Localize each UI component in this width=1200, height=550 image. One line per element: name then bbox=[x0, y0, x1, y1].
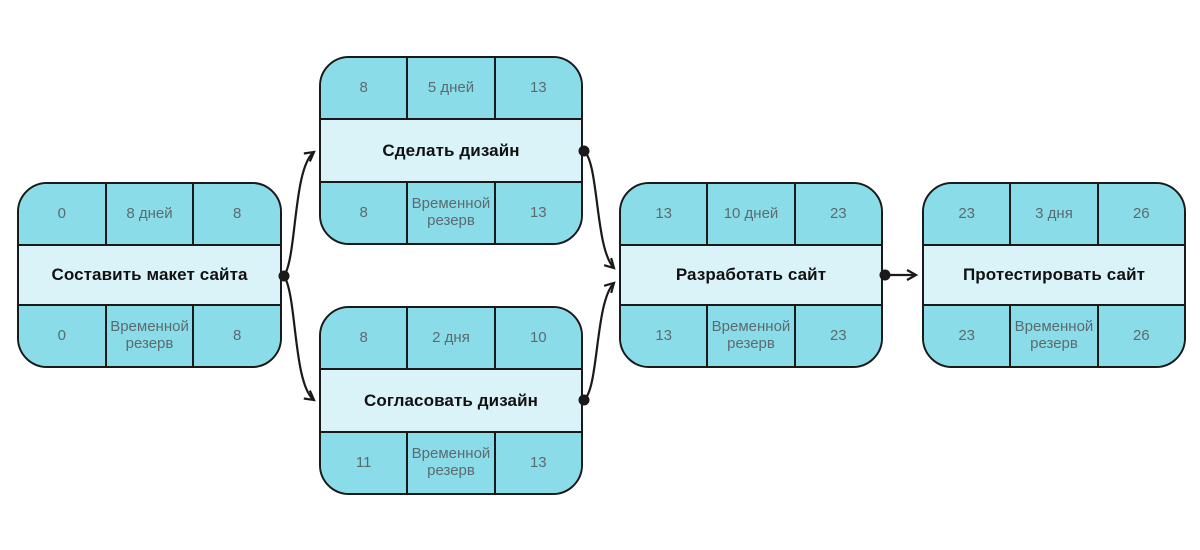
early-start-cell: 0 bbox=[19, 184, 105, 244]
edge-node1-node2 bbox=[283, 150, 316, 277]
late-start-cell: 11 bbox=[321, 433, 407, 493]
late-start-cell: 0 bbox=[19, 306, 105, 366]
early-start-cell: 13 bbox=[621, 184, 707, 244]
task-node-4: 13 10 дней 23 Разработать сайт 13 Времен… bbox=[619, 182, 883, 368]
late-row: 11 Временной резерв 13 bbox=[321, 433, 581, 493]
late-start-cell: 23 bbox=[924, 306, 1010, 366]
task-node-2: 8 5 дней 13 Сделать дизайн 8 Временной р… bbox=[319, 56, 583, 245]
early-row: 8 2 дня 10 bbox=[321, 308, 581, 368]
duration-cell: 2 дня bbox=[406, 308, 494, 368]
edge-node2-node4 bbox=[583, 150, 616, 270]
early-row: 0 8 дней 8 bbox=[19, 184, 280, 244]
early-finish-cell: 13 bbox=[493, 58, 581, 118]
late-finish-cell: 13 bbox=[493, 183, 581, 243]
early-finish-cell: 8 bbox=[192, 184, 280, 244]
task-title: Составить макет сайта bbox=[19, 244, 280, 306]
late-row: 13 Временной резерв 23 bbox=[621, 306, 881, 366]
late-start-cell: 8 bbox=[321, 183, 407, 243]
early-start-cell: 23 bbox=[924, 184, 1010, 244]
task-title: Протестировать сайт bbox=[924, 244, 1184, 306]
early-finish-cell: 23 bbox=[793, 184, 881, 244]
slack-label-cell: Временной резерв bbox=[406, 433, 494, 493]
duration-cell: 10 дней bbox=[706, 184, 794, 244]
duration-cell: 8 дней bbox=[104, 184, 193, 244]
slack-label-cell: Временной резерв bbox=[706, 306, 794, 366]
early-finish-cell: 26 bbox=[1096, 184, 1184, 244]
early-row: 13 10 дней 23 bbox=[621, 184, 881, 244]
late-start-cell: 13 bbox=[621, 306, 707, 366]
late-row: 23 Временной резерв 26 bbox=[924, 306, 1184, 366]
slack-label-cell: Временной резерв bbox=[406, 183, 494, 243]
late-finish-cell: 13 bbox=[493, 433, 581, 493]
task-node-5: 23 3 дня 26 Протестировать сайт 23 Време… bbox=[922, 182, 1186, 368]
task-node-3: 8 2 дня 10 Согласовать дизайн 11 Временн… bbox=[319, 306, 583, 495]
late-finish-cell: 26 bbox=[1096, 306, 1184, 366]
duration-cell: 3 дня bbox=[1009, 184, 1097, 244]
duration-cell: 5 дней bbox=[406, 58, 494, 118]
edge-node1-node3 bbox=[283, 275, 316, 402]
early-finish-cell: 10 bbox=[493, 308, 581, 368]
task-title: Разработать сайт bbox=[621, 244, 881, 306]
early-start-cell: 8 bbox=[321, 308, 407, 368]
task-title: Сделать дизайн bbox=[321, 118, 581, 183]
late-row: 0 Временной резерв 8 bbox=[19, 306, 280, 366]
late-finish-cell: 23 bbox=[793, 306, 881, 366]
early-row: 8 5 дней 13 bbox=[321, 58, 581, 118]
early-row: 23 3 дня 26 bbox=[924, 184, 1184, 244]
late-row: 8 Временной резерв 13 bbox=[321, 183, 581, 243]
task-title: Согласовать дизайн bbox=[321, 368, 581, 433]
early-start-cell: 8 bbox=[321, 58, 407, 118]
task-node-1: 0 8 дней 8 Составить макет сайта 0 Време… bbox=[17, 182, 282, 368]
late-finish-cell: 8 bbox=[192, 306, 280, 366]
slack-label-cell: Временной резерв bbox=[104, 306, 193, 366]
edge-node3-node4 bbox=[583, 281, 616, 401]
slack-label-cell: Временной резерв bbox=[1009, 306, 1097, 366]
